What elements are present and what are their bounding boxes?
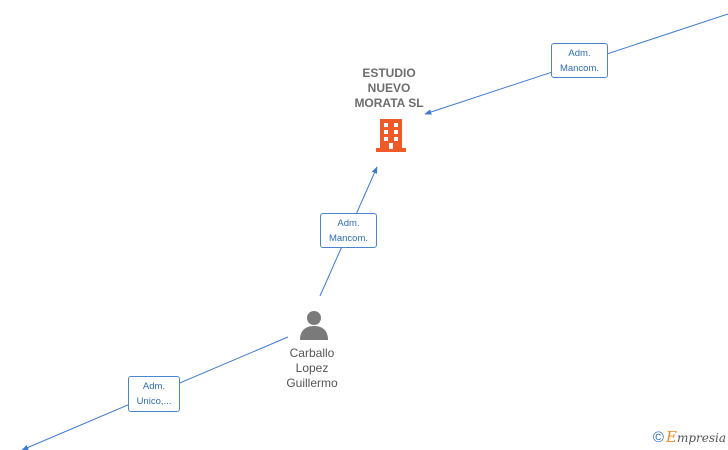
copyright-symbol: © — [652, 429, 664, 446]
edge-label-top[interactable]: Adm. Mancom. — [551, 43, 608, 78]
brand-name: mpresia — [676, 431, 726, 445]
brand-initial: E — [665, 428, 677, 446]
edge-label-middle[interactable]: Adm. Mancom. — [320, 213, 377, 248]
brand-logo: ©Empresia — [653, 428, 726, 446]
building-icon[interactable] — [374, 117, 408, 153]
edge-label-bottom[interactable]: Adm. Unico,... — [128, 376, 180, 412]
person-icon[interactable] — [297, 309, 331, 341]
company-name[interactable]: ESTUDIO NUEVO MORATA SL — [354, 66, 424, 110]
person-name[interactable]: Carballo Lopez Guillermo — [286, 346, 338, 390]
